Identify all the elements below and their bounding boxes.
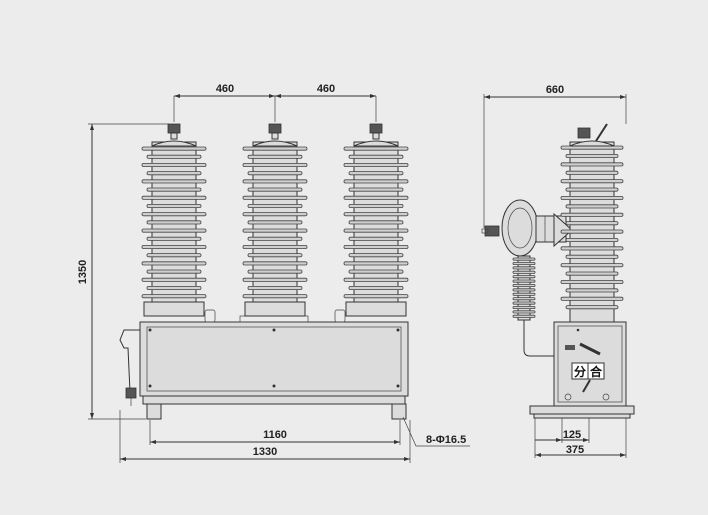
- side-terminal: [484, 225, 500, 237]
- front-view: [119, 123, 409, 420]
- side-insulator-column: [560, 140, 624, 323]
- front-foot-right: [391, 403, 407, 420]
- close-label-box: [587, 362, 605, 380]
- front-bolt: [396, 328, 400, 332]
- side-top-terminal: [577, 127, 591, 139]
- front-dimensions: 460 460 1350 1160 1330 8-Φ16.5: [77, 83, 470, 463]
- side-handle: [582, 379, 591, 393]
- front-bolt: [272, 328, 276, 332]
- dim-total-height: 1350: [77, 260, 89, 284]
- open-label: 分: [574, 364, 586, 379]
- insulator-pole: [141, 123, 207, 317]
- insulator-pole: [343, 123, 409, 317]
- dim-side-inner: 125: [563, 429, 581, 441]
- side-dimensions: 660 125 375: [483, 84, 627, 458]
- dim-mounting-holes: 8-Φ16.5: [426, 434, 466, 446]
- insulator-plate: [239, 315, 309, 323]
- front-tank-panel: [146, 326, 402, 392]
- dim-side-depth: 660: [546, 84, 564, 96]
- side-indicator: [565, 345, 575, 350]
- side-operating-lever: [579, 342, 601, 356]
- front-bolt: [148, 384, 152, 388]
- front-bolt: [148, 328, 152, 332]
- close-label: 合: [590, 364, 603, 379]
- side-pipe: [523, 320, 554, 357]
- side-top-arm: [595, 123, 608, 142]
- dim-mounting-width: 1160: [263, 429, 287, 441]
- front-bolt: [272, 384, 276, 388]
- side-ct-housing: [501, 199, 539, 257]
- front-handle: [125, 387, 137, 399]
- front-base-rail: [142, 395, 406, 405]
- front-foot-left: [146, 403, 162, 420]
- side-base-foot: [533, 413, 631, 419]
- dim-overall-width: 1330: [253, 446, 277, 458]
- side-view: 分 合: [481, 123, 635, 419]
- side-lower-bushing: [512, 255, 536, 321]
- insulator-pole: [242, 123, 308, 317]
- dim-pole-spacing-left: 460: [216, 83, 234, 95]
- insulator-clamp: [204, 309, 216, 323]
- dim-side-base: 375: [566, 444, 584, 456]
- front-bolt: [396, 384, 400, 388]
- side-cabinet-door: [557, 325, 623, 403]
- front-tank-body: [139, 321, 409, 397]
- front-linkage: [119, 329, 140, 393]
- dim-pole-spacing-right: 460: [317, 83, 335, 95]
- insulator-poles: [141, 123, 409, 317]
- insulator-clamp: [334, 309, 346, 323]
- side-base-plate: [529, 405, 635, 415]
